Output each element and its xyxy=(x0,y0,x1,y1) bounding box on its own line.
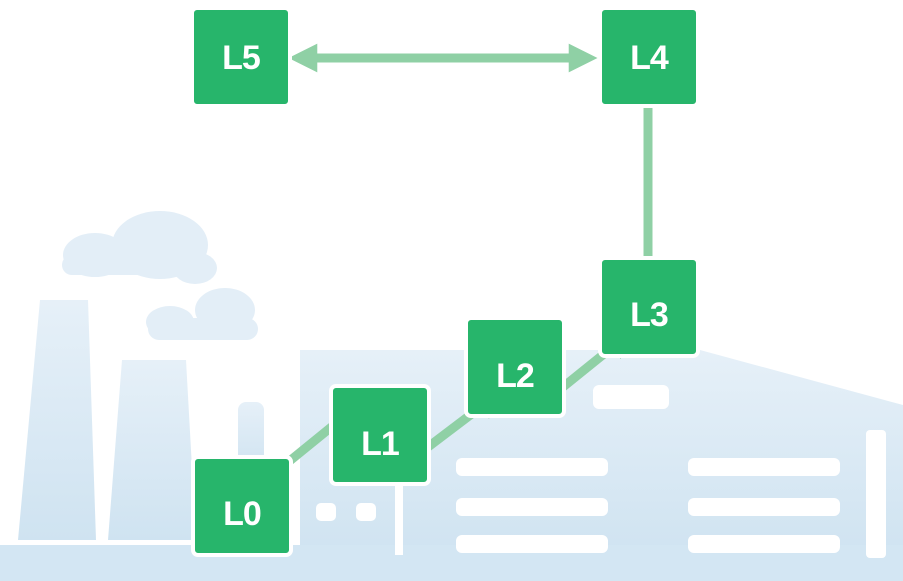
level-label-l5: L5 xyxy=(222,39,260,77)
factory-background xyxy=(0,211,903,581)
level-box-l3: L3 xyxy=(598,256,700,358)
level-label-l4: L4 xyxy=(630,39,669,77)
level-box-l4: L4 xyxy=(598,6,700,108)
level-label-l3: L3 xyxy=(630,296,668,334)
level-box-l5: L5 xyxy=(190,6,292,108)
level-label-l2: L2 xyxy=(496,357,534,395)
level-box-l0: L0 xyxy=(191,455,293,557)
level-box-l2: L2 xyxy=(464,316,566,418)
smokestack-icon xyxy=(108,360,196,540)
level-label-l1: L1 xyxy=(361,425,399,463)
cloud-icon xyxy=(146,288,258,340)
cloud-icon xyxy=(62,211,217,284)
level-label-l0: L0 xyxy=(223,495,261,533)
level-box-l1: L1 xyxy=(329,384,431,486)
smokestack-icon xyxy=(18,300,96,540)
